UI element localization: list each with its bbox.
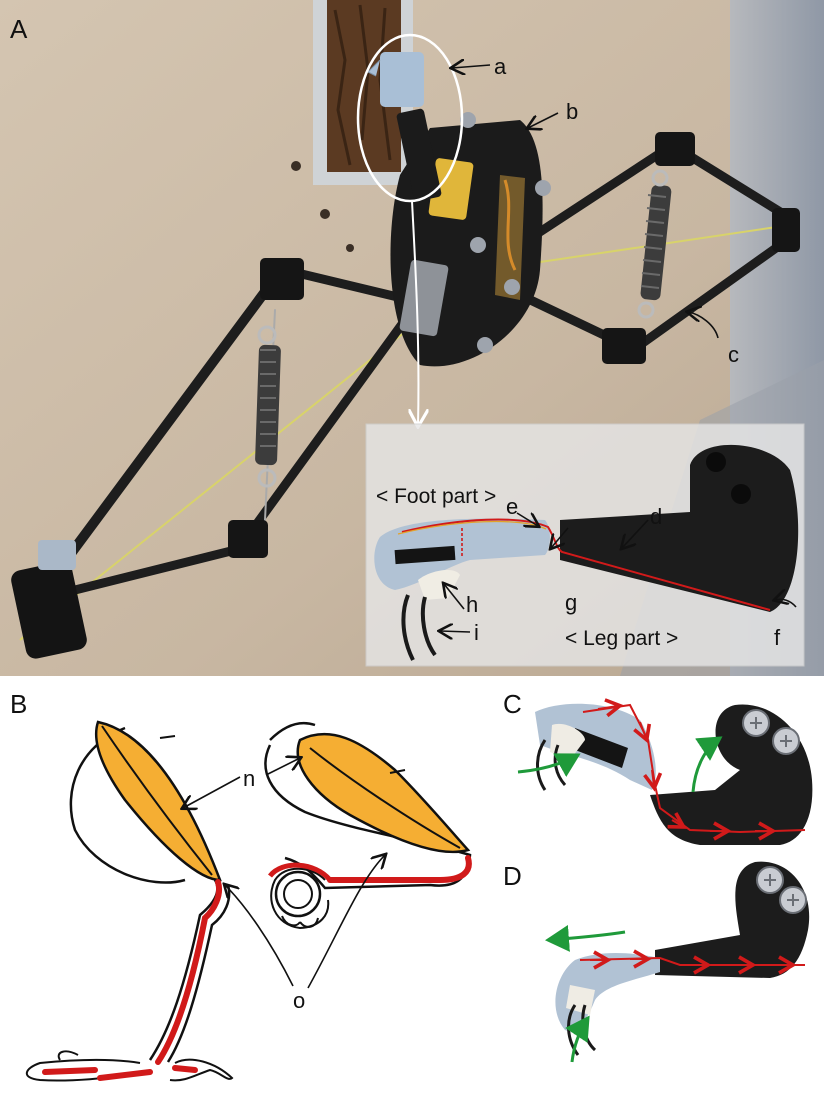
label-g: g — [565, 590, 577, 615]
label-c: c — [728, 342, 739, 367]
right-spring — [637, 169, 672, 319]
panel-a-photo: A a b c < Foot p — [0, 0, 824, 676]
highlight-ellipse — [356, 33, 464, 203]
label-f: f — [774, 625, 781, 650]
label-i: i — [474, 620, 479, 645]
right-limb — [515, 145, 795, 350]
inset-pointer-arrow — [412, 200, 418, 425]
inset-foot-leg: < Foot part > < Leg part > d e f g h i — [365, 423, 805, 667]
label-n: n — [243, 766, 255, 791]
panel-label-a: A — [10, 14, 28, 44]
foot-part-label: < Foot part > — [376, 485, 496, 508]
panel-label-b: B — [10, 689, 27, 719]
panel-d-extension: D — [503, 861, 810, 1063]
label-h: h — [466, 592, 478, 617]
arrow-a — [452, 65, 491, 68]
leg-part-label: < Leg part > — [565, 627, 678, 650]
left-foot-claw — [11, 540, 87, 659]
label-b: b — [566, 99, 578, 124]
label-o: o — [293, 988, 305, 1013]
label-e: e — [506, 494, 518, 519]
perch-ring — [268, 862, 332, 930]
panel-label-c: C — [503, 689, 522, 719]
panel-label-d: D — [503, 861, 522, 891]
label-a: a — [494, 54, 507, 79]
panel-c-flexion: C — [503, 689, 813, 845]
arrow-b — [528, 112, 559, 128]
arrow-c — [688, 312, 719, 339]
left-spring — [255, 325, 281, 488]
panel-b-anatomy: B n — [10, 689, 472, 1082]
upper-foot — [367, 52, 442, 202]
label-d: d — [650, 504, 662, 529]
